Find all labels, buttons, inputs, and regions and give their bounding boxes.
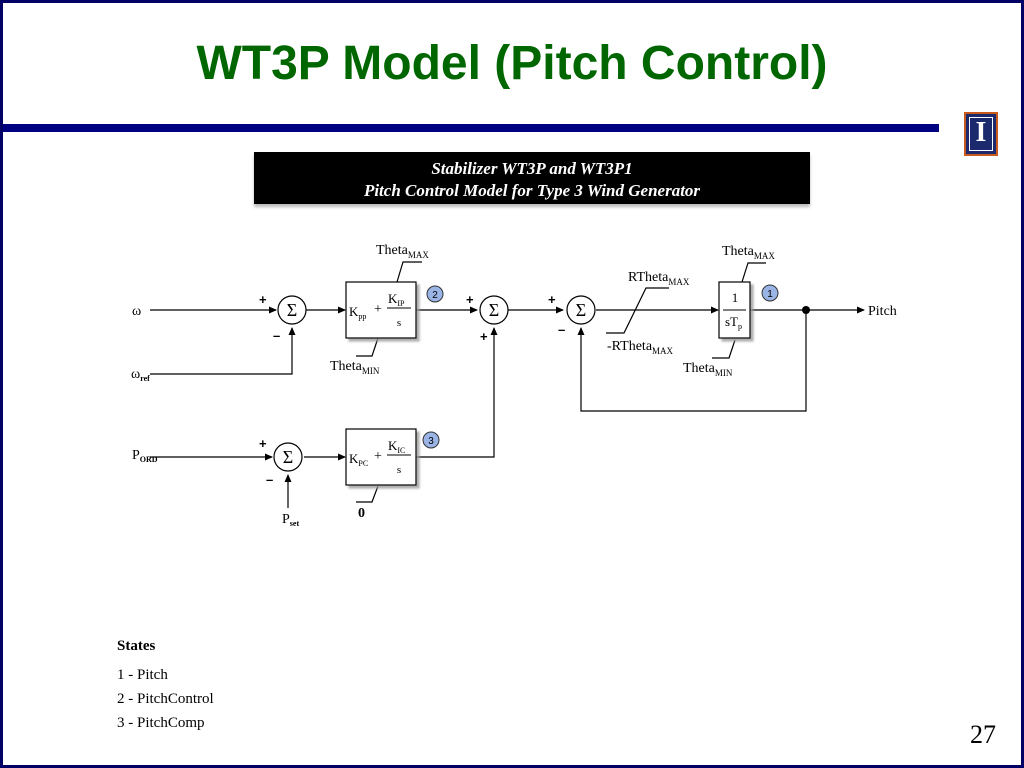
university-logo: I xyxy=(964,112,998,156)
sign-sum4-minus: – xyxy=(266,472,273,487)
sum-symbol-4: Σ xyxy=(283,447,293,467)
pc-plus: + xyxy=(374,449,382,464)
state-badge-3-label: 3 xyxy=(428,436,434,447)
leader-lag-min xyxy=(712,339,736,359)
states-heading: States xyxy=(117,638,156,654)
rate-min-label: -RThetaMAX xyxy=(607,339,674,356)
leader-pi-max xyxy=(396,261,422,283)
state-badge-1-label: 1 xyxy=(767,289,773,300)
lag-theta-min: ThetaMIN xyxy=(683,361,733,378)
pc-kpc: KPC xyxy=(349,451,368,468)
logo-letter: I xyxy=(975,117,987,148)
lag-theta-max: ThetaMAX xyxy=(722,244,775,261)
wire-omega-ref xyxy=(150,327,296,375)
sum-symbol-2: Σ xyxy=(489,300,499,320)
state-item-1: 1 - Pitch xyxy=(117,667,168,683)
wire-feedback xyxy=(577,310,807,412)
pi-den: s xyxy=(397,317,401,329)
pi-kpp: Kpp xyxy=(349,304,366,321)
slide-number: 27 xyxy=(970,720,996,749)
state-badge-3 xyxy=(422,431,440,449)
banner-line-2: Pitch Control Model for Type 3 Wind Gene… xyxy=(363,181,701,200)
input-pord: PORD xyxy=(132,448,158,464)
state-badge-2-label: 2 xyxy=(432,290,438,301)
sign-sum1-plus: + xyxy=(259,292,267,307)
pc-den: s xyxy=(397,464,401,476)
input-omega: ω xyxy=(132,304,141,319)
lag-den: sTp xyxy=(725,314,742,331)
sign-sum3-minus: – xyxy=(558,322,565,337)
state-badge-1 xyxy=(761,284,779,302)
pc-zero-limit: 0 xyxy=(358,506,365,521)
banner-line-1: Stabilizer WT3P and WT3P1 xyxy=(431,159,633,178)
pi-theta-max: ThetaMAX xyxy=(376,243,429,260)
output-pitch: Pitch xyxy=(868,304,897,319)
logo-border xyxy=(969,117,993,151)
wire-pc-sum2 xyxy=(416,327,498,458)
states-legend: States 1 - Pitch 2 - PitchControl 3 - Pi… xyxy=(117,634,214,735)
input-omega-ref: ωref xyxy=(131,367,150,383)
pi-kip: KIP xyxy=(388,291,405,308)
state-item-3: 3 - PitchComp xyxy=(117,715,205,731)
leader-pc-min xyxy=(356,485,379,503)
sum-junction-2 xyxy=(479,295,509,325)
sum-symbol-1: Σ xyxy=(287,300,297,320)
pi-theta-min: ThetaMIN xyxy=(330,359,380,376)
leader-pi-min xyxy=(356,337,379,357)
leader-lag-max xyxy=(741,262,766,283)
diagram-banner: Stabilizer WT3P and WT3P1 Pitch Control … xyxy=(254,152,810,204)
sign-sum3-plus: + xyxy=(548,292,556,307)
sum-junction-4 xyxy=(273,442,303,472)
slide-title: WT3P Model (Pitch Control) xyxy=(196,37,828,90)
pc-kic: KIC xyxy=(388,438,405,455)
input-pset: Pset xyxy=(282,512,299,528)
feedback-node xyxy=(802,306,810,314)
sign-sum2-plus-left: + xyxy=(466,292,474,307)
state-badge-2 xyxy=(426,285,444,303)
sum-junction-3 xyxy=(566,295,596,325)
rate-max-label: RThetaMAX xyxy=(628,270,690,287)
sign-sum2-plus-bottom: + xyxy=(480,329,488,344)
pi-plus: + xyxy=(374,302,382,317)
lag-num: 1 xyxy=(732,290,739,305)
sum-junction-1 xyxy=(277,295,307,325)
state-item-2: 2 - PitchControl xyxy=(117,691,214,707)
leader-rate-max xyxy=(606,287,669,334)
pc-block xyxy=(345,428,417,486)
pi-block xyxy=(345,281,417,339)
sign-sum1-minus: – xyxy=(273,328,280,343)
title-rule xyxy=(3,124,939,132)
sum-symbol-3: Σ xyxy=(576,300,586,320)
sign-sum4-plus: + xyxy=(259,436,267,451)
